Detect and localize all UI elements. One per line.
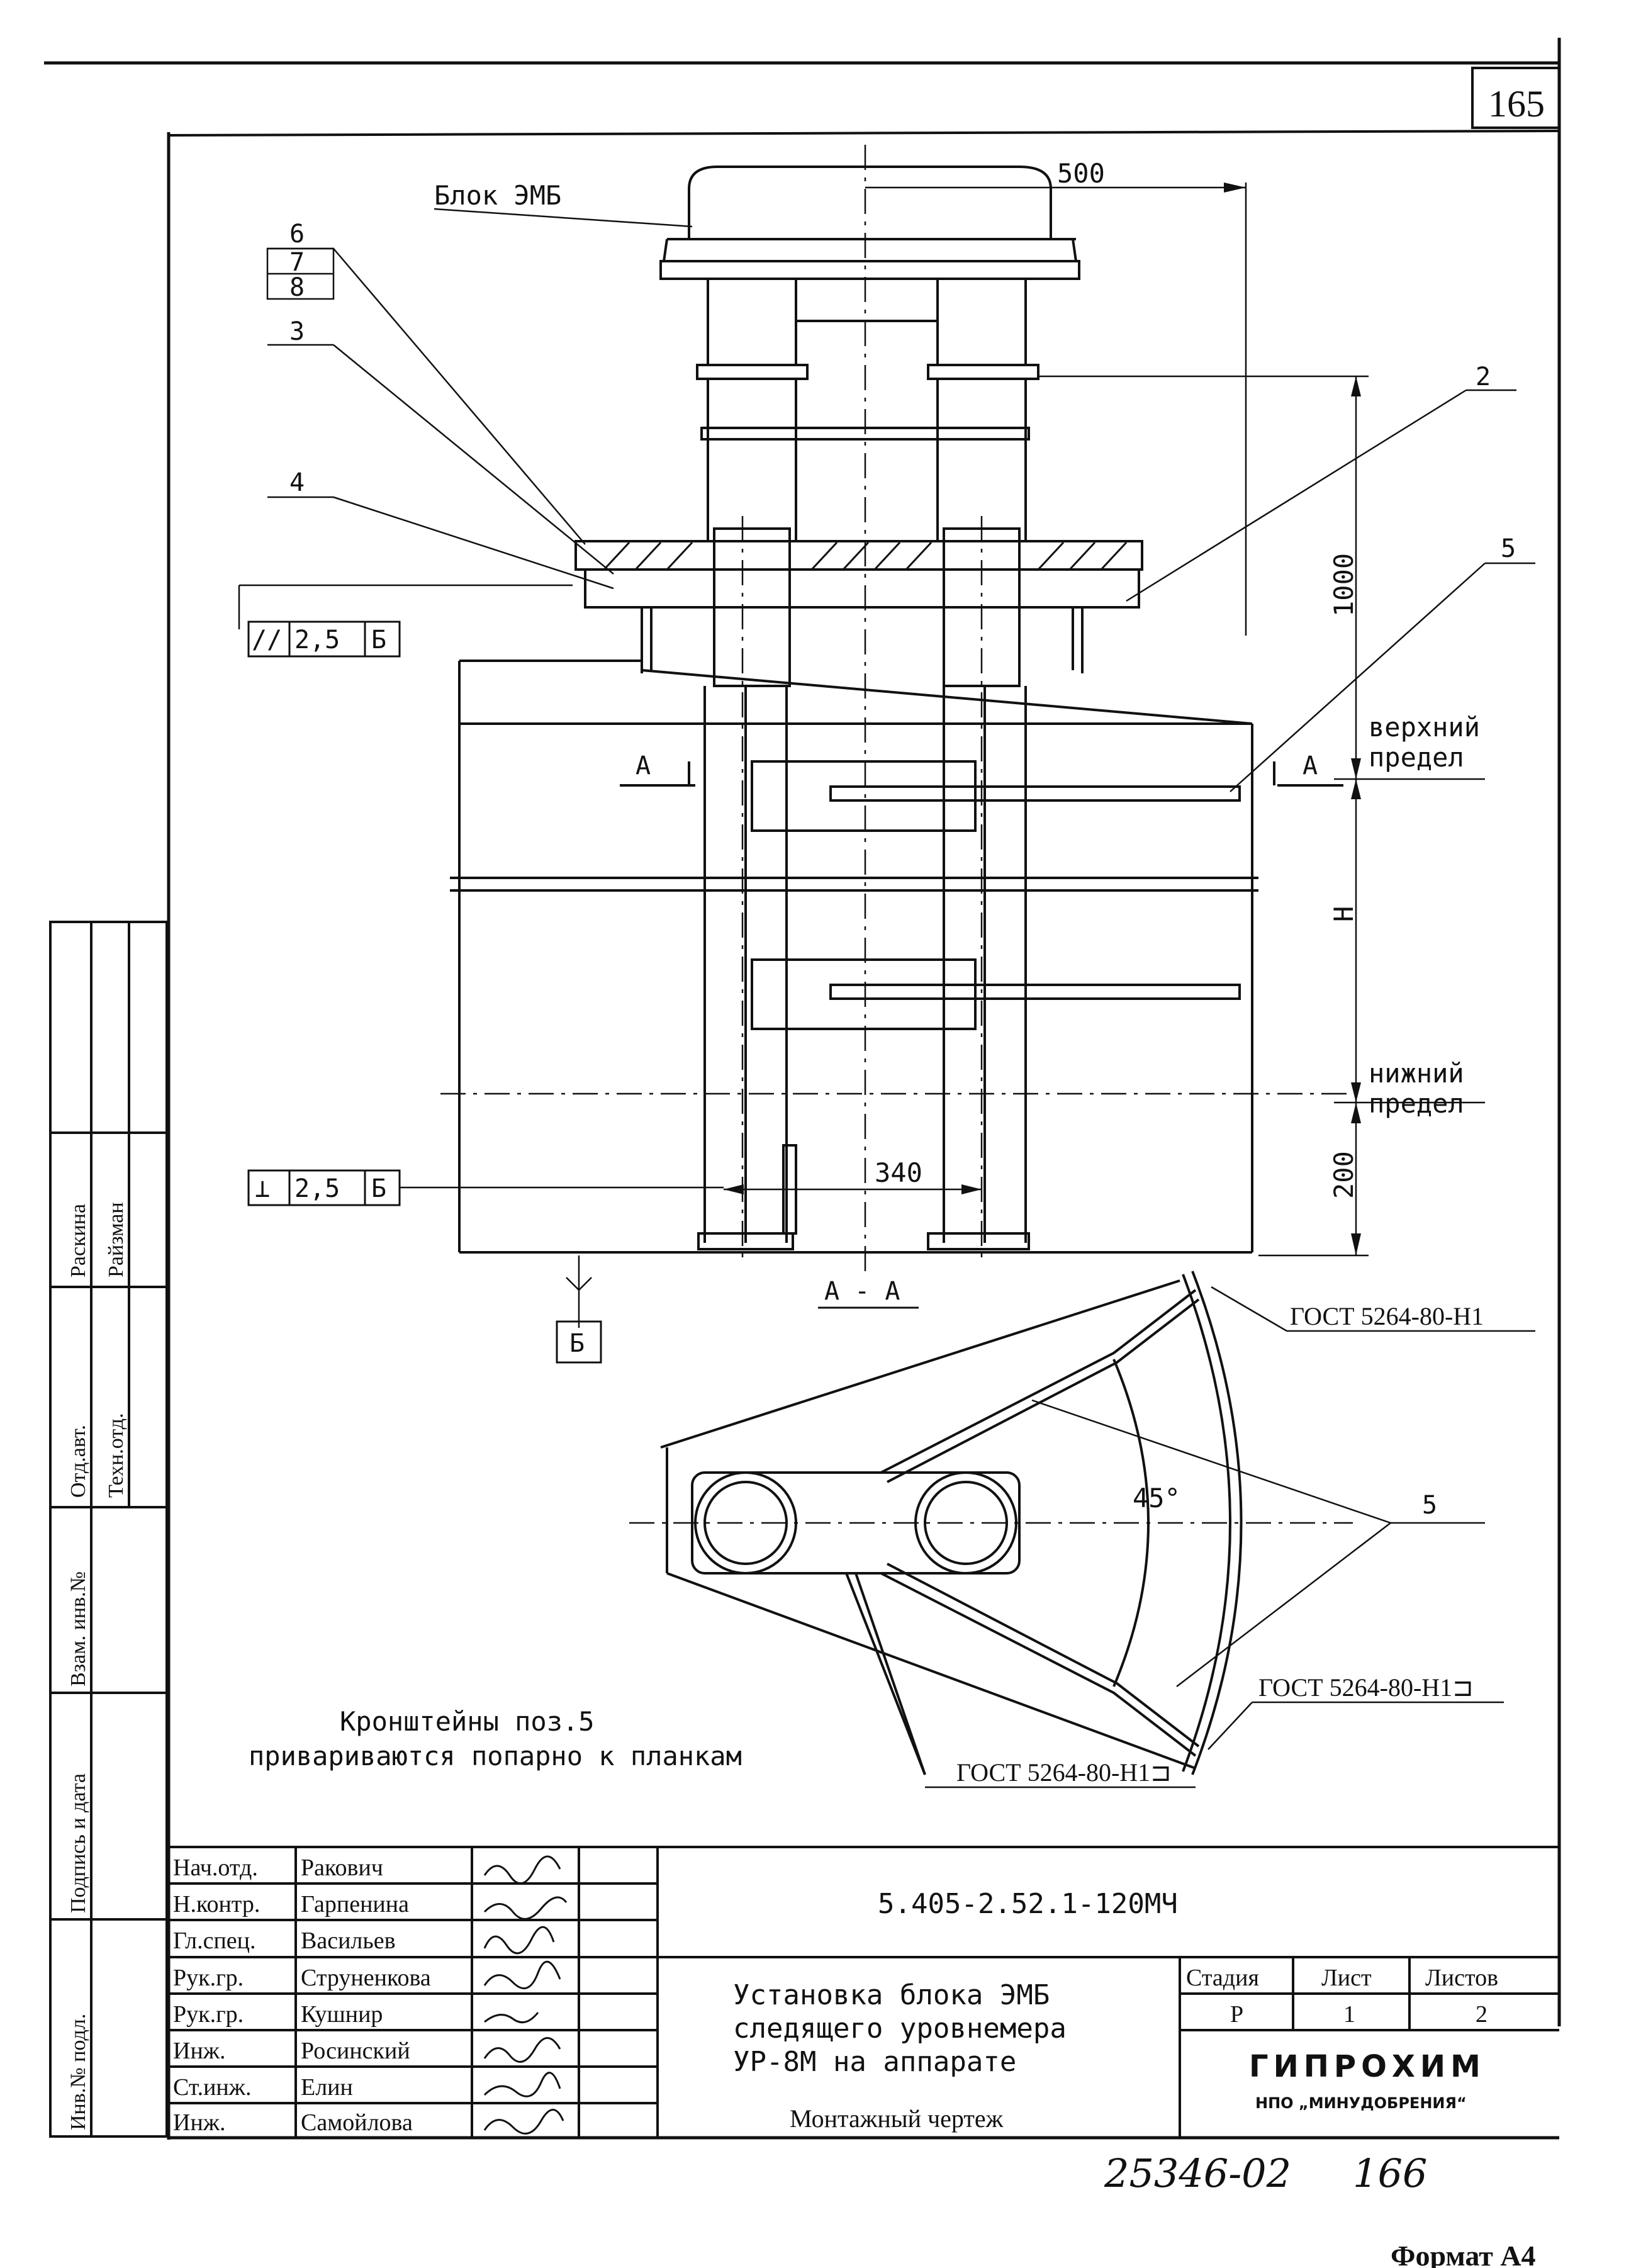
dim-1000: 1000 bbox=[1328, 553, 1359, 617]
signatures bbox=[483, 1855, 568, 2135]
tb-role-4: Рук.гр. bbox=[173, 1965, 244, 1991]
doc-code: 5.405-2.52.1-120МЧ bbox=[878, 1888, 1178, 1920]
title-line-3: УР-8М на аппарате bbox=[733, 2046, 1016, 2078]
tb-name-5: Кушнир bbox=[301, 2001, 383, 2028]
note-line-2: привариваются попарно к планкам bbox=[249, 1741, 742, 1771]
section-a-right: А bbox=[1303, 751, 1318, 780]
section-aa-title: А - А bbox=[824, 1277, 900, 1306]
left-stamp-sign-date: Подпись и дата bbox=[67, 1773, 90, 1913]
left-stamp-replace-inv: Взам. инв.№ bbox=[67, 1571, 90, 1687]
tb-name-8: Самойлова bbox=[301, 2109, 413, 2136]
tolerance-2-datum: Б bbox=[371, 1174, 386, 1203]
left-stamp-name-1: Раскина bbox=[67, 1204, 90, 1277]
tolerance-2-value: 2,5 bbox=[294, 1174, 340, 1203]
sheet-value: 1 bbox=[1343, 2001, 1355, 2028]
callout-leaders bbox=[266, 247, 1535, 1687]
tb-name-2: Гарпенина bbox=[301, 1891, 409, 1917]
upper-limit-1: верхний bbox=[1369, 712, 1480, 743]
callout-5-section: 5 bbox=[1422, 1491, 1437, 1520]
callout-8: 8 bbox=[289, 273, 305, 302]
frame bbox=[44, 38, 1561, 2140]
tb-name-4: Струненкова bbox=[301, 1965, 431, 1991]
angle-45: 45° bbox=[1133, 1483, 1180, 1513]
title-line-2: следящего уровнемера bbox=[733, 2013, 1067, 2045]
sheet-header: Лист bbox=[1321, 1965, 1372, 1991]
tb-role-6: Инж. bbox=[173, 2038, 226, 2064]
format-label: Формат А4 bbox=[1391, 2240, 1536, 2268]
callout-2: 2 bbox=[1476, 362, 1491, 391]
handwritten-number: 25346-02 bbox=[1104, 2150, 1291, 2196]
note-line-1: Кронштейны поз.5 bbox=[340, 1706, 595, 1737]
tolerance-frames bbox=[247, 620, 602, 1364]
left-stamp-inv-orig: Инв.№ подл. bbox=[67, 2014, 90, 2130]
callout-4: 4 bbox=[289, 468, 305, 497]
arrowheads bbox=[724, 182, 1361, 1255]
section-a-markers bbox=[620, 761, 1343, 787]
label-block-emb: Блок ЭМБ bbox=[434, 180, 561, 211]
callout-6: 6 bbox=[289, 220, 305, 249]
flange-hatch bbox=[603, 541, 1128, 571]
tb-role-7: Ст.инж. bbox=[173, 2074, 252, 2101]
dim-200: 200 bbox=[1328, 1151, 1359, 1199]
tolerance-1-datum: Б bbox=[371, 626, 386, 654]
left-stamp-name-2: Райзман bbox=[104, 1202, 128, 1277]
tb-name-7: Елин bbox=[301, 2074, 353, 2101]
title-subtitle: Монтажный чертеж bbox=[790, 2104, 1004, 2133]
dim-500: 500 bbox=[1057, 158, 1105, 189]
gost-label-3: ГОСТ 5264-80-Н1⊐ bbox=[956, 1758, 1172, 1787]
tb-role-5: Рук.гр. bbox=[173, 2001, 244, 2028]
stage-value: Р bbox=[1230, 2001, 1243, 2028]
upper-limit-2: предел bbox=[1369, 742, 1464, 773]
stage-header: Стадия bbox=[1186, 1965, 1259, 1991]
tb-role-2: Н.контр. bbox=[173, 1891, 260, 1917]
tolerance-1-value: 2,5 bbox=[294, 626, 340, 654]
gost-label-1: ГОСТ 5264-80-Н1 bbox=[1290, 1302, 1484, 1330]
center-lines bbox=[440, 145, 1365, 1524]
dimension-lines bbox=[238, 182, 1485, 1328]
sheets-value: 2 bbox=[1476, 2001, 1488, 2028]
tb-name-6: Росинский bbox=[301, 2038, 410, 2064]
title-block-grid bbox=[169, 1846, 1559, 2138]
title-line-1: Установка блока ЭМБ bbox=[733, 1979, 1050, 2011]
datum-b: Б bbox=[569, 1329, 585, 1358]
tolerance-2-symbol: ⊥ bbox=[255, 1174, 270, 1203]
section-a-left: А bbox=[636, 751, 651, 780]
callout-7: 7 bbox=[289, 248, 305, 277]
org-name: ГИПРОХИМ bbox=[1249, 2049, 1486, 2084]
sheets-header: Листов bbox=[1425, 1965, 1498, 1991]
lower-limit-2: предел bbox=[1369, 1088, 1464, 1119]
lower-limit-1: нижний bbox=[1369, 1058, 1464, 1089]
sheet-number-top: 165 bbox=[1488, 83, 1545, 125]
tb-role-1: Нач.отд. bbox=[173, 1855, 258, 1881]
left-stamp-dept-auto: Отд.авт. bbox=[67, 1425, 90, 1498]
gost-label-2: ГОСТ 5264-80-Н1⊐ bbox=[1258, 1673, 1474, 1702]
elevation-view bbox=[450, 166, 1258, 1254]
org-sub: НПО „МИНУДОБРЕНИЯ“ bbox=[1255, 2094, 1467, 2112]
tb-role-8: Инж. bbox=[173, 2109, 226, 2136]
callout-5-top: 5 bbox=[1501, 534, 1516, 563]
tb-name-1: Ракович bbox=[301, 1855, 383, 1881]
left-stamp-tech-dept: Техн.отд. bbox=[104, 1413, 128, 1498]
tolerance-1-symbol: // bbox=[252, 626, 282, 654]
title-block-rows: Нач.отд. Ракович Н.контр. Гарпенина Гл.с… bbox=[173, 1855, 431, 2136]
left-stamp bbox=[49, 921, 168, 2138]
handwritten-page: 166 bbox=[1353, 2150, 1427, 2196]
section-aa-view bbox=[660, 1271, 1243, 1775]
dim-h: H bbox=[1328, 906, 1359, 922]
tb-role-3: Гл.спец. bbox=[173, 1928, 255, 1954]
tb-name-3: Васильев bbox=[301, 1928, 396, 1954]
dim-340: 340 bbox=[875, 1157, 922, 1188]
callout-3: 3 bbox=[289, 317, 305, 346]
